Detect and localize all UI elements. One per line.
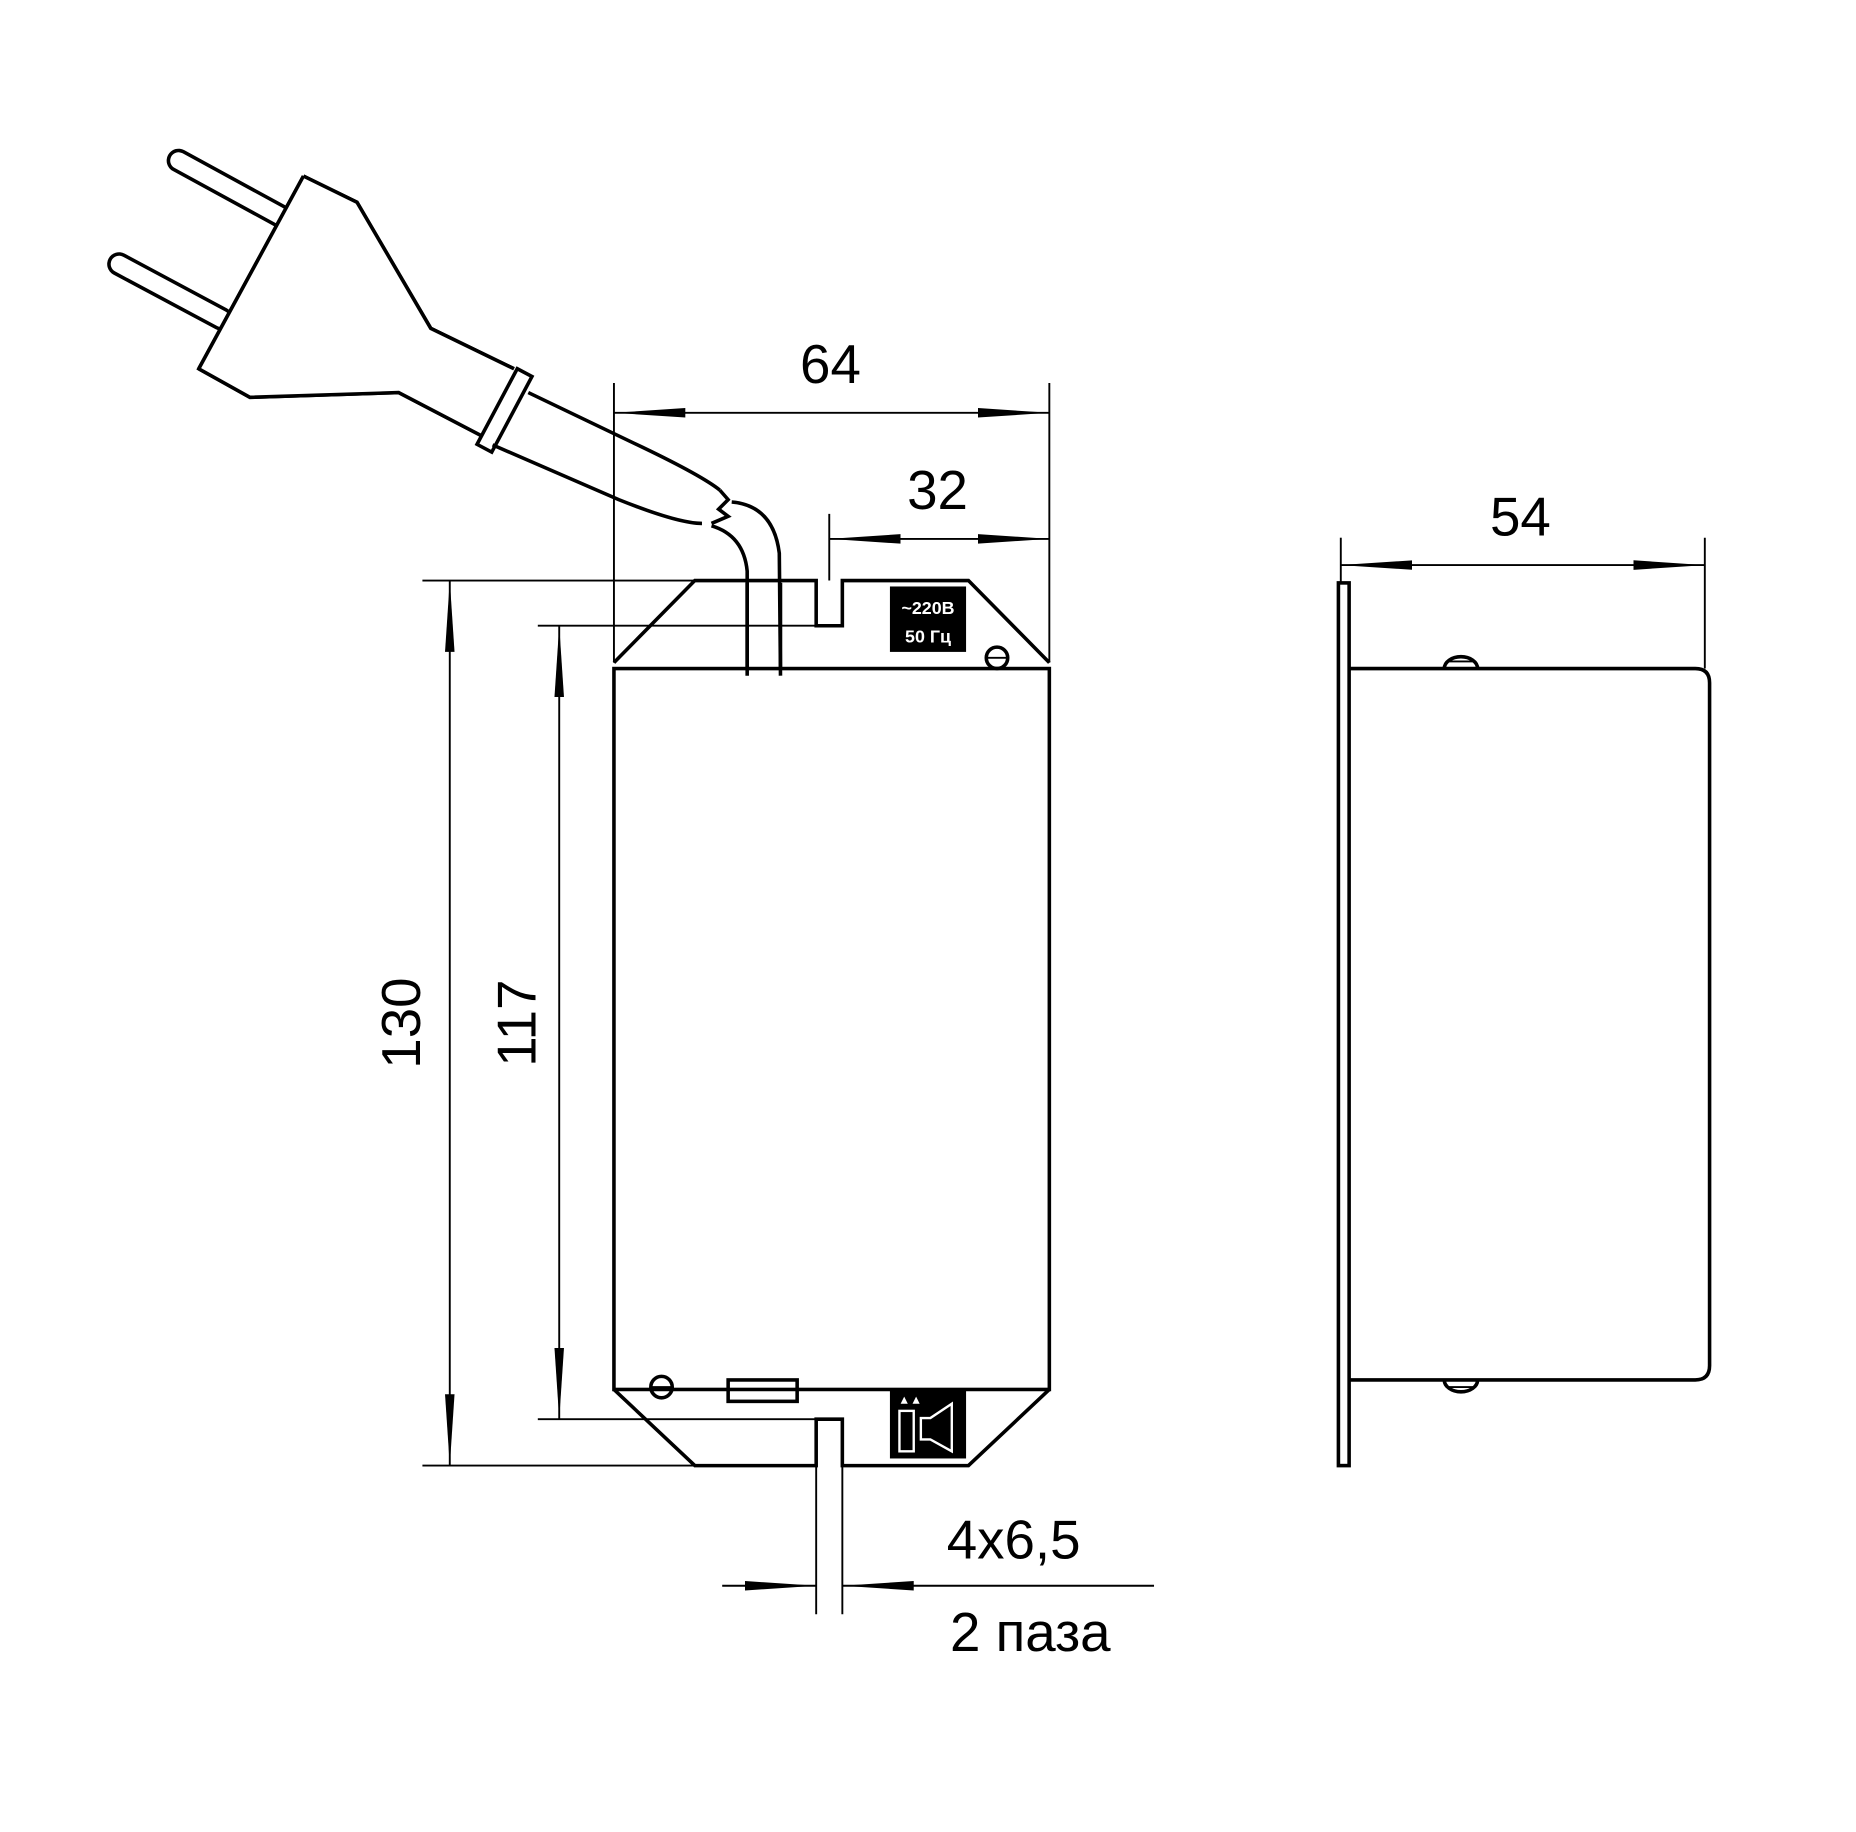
dimension-label: 117 [485,979,547,1066]
dimension-label: 130 [370,977,432,1068]
dimension-130: 130 [370,579,695,1467]
dimension-64: 64 [612,333,1051,663]
dimension-32: 32 [828,459,1050,581]
dimension-label: 54 [1490,485,1551,547]
dimension-slot: 4x6,5 2 паза [722,1465,1155,1663]
screw-icon [649,1374,675,1400]
dimension-label: 64 [800,333,861,395]
slot-size-label: 4x6,5 [947,1508,1081,1570]
dimension-117: 117 [485,624,817,1421]
voltage-label: ~220В [901,598,954,618]
rating-label-plate: ~220В 50 Гц [889,586,967,652]
screw-icon [1442,1379,1480,1394]
power-plug [107,148,783,676]
side-view [1336,581,1712,1468]
slot-count-label: 2 паза [950,1601,1111,1663]
front-view: ~220В 50 Гц [612,578,1052,1468]
frequency-label: 50 Гц [905,626,951,646]
dimension-label: 32 [907,459,968,521]
screw-icon [1442,654,1480,669]
dimension-54: 54 [1339,485,1706,669]
speaker-output-icon [889,1389,967,1459]
screw-icon [984,645,1010,671]
